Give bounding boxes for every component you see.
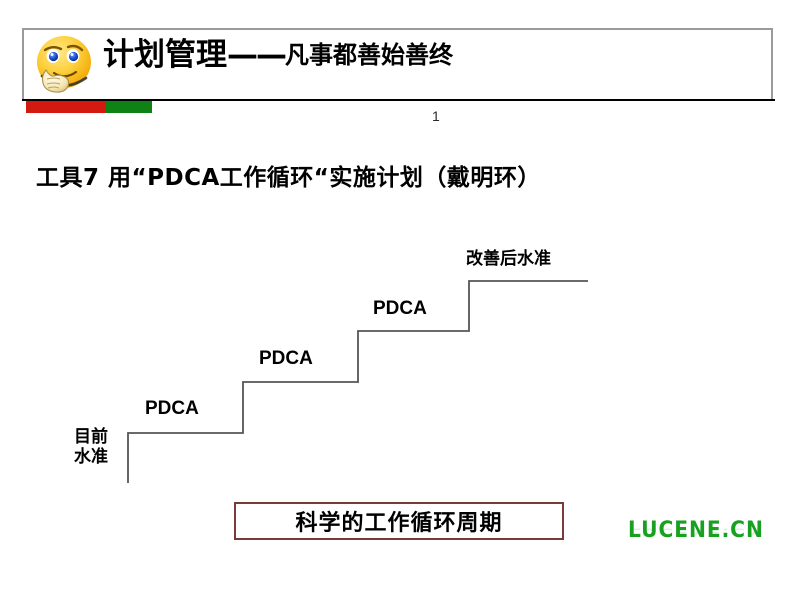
callout-box-text: 科学的工作循环周期 [295, 511, 503, 536]
accent-bar-red-segment [26, 101, 106, 113]
current-level-label-line1: 目前 [74, 427, 108, 447]
staircase-path [127, 280, 588, 483]
header-frame [22, 28, 773, 100]
page-title-main: 计划管理 [103, 37, 227, 73]
accent-color-bar [26, 101, 152, 113]
stair-label-pdca-3: PDCA [373, 298, 427, 319]
slide-subtitle: 工具7 用“PDCA工作循环“实施计划（戴明环） [36, 165, 541, 191]
header-bottom-rule [22, 99, 775, 101]
current-level-label: 目前 水准 [74, 427, 108, 467]
callout-box: 科学的工作循环周期 [234, 502, 564, 540]
stair-label-pdca-2: PDCA [259, 348, 313, 369]
page-title-sub: 凡事都善始善终 [285, 41, 453, 69]
watermark-lucene-cn: LUCENE.CN [628, 518, 764, 543]
accent-bar-green-segment [106, 101, 152, 113]
thinking-smiley-emoji [30, 32, 100, 98]
page-number: 1 [432, 108, 440, 124]
page-title-dash: —— [227, 37, 287, 73]
current-level-label-line2: 水准 [74, 446, 108, 467]
page-title: 计划管理——凡事都善始善终 [103, 40, 453, 71]
stair-label-pdca-1: PDCA [145, 398, 199, 419]
improved-level-label: 改善后水准 [466, 249, 551, 269]
